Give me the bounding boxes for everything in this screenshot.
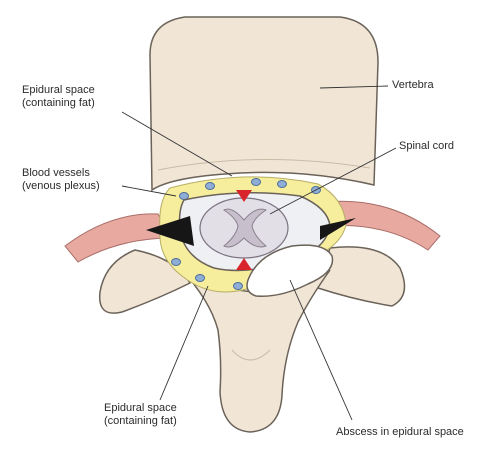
label-epidural-space-top-line2: (containing fat) [22, 97, 95, 110]
label-abscess-text: Abscess in epidural space [336, 426, 464, 439]
leader-line-abscess [290, 280, 352, 420]
label-epidural-space-top-line1: Epidural space [22, 84, 95, 97]
label-spinal-cord: Spinal cord [399, 140, 454, 153]
label-spinal-cord-text: Spinal cord [399, 140, 454, 153]
label-epidural-space-bottom-line1: Epidural space [104, 402, 177, 415]
leader-line-epidural-bottom [160, 286, 208, 400]
label-blood-vessels: Blood vessels (venous plexus) [22, 167, 100, 193]
vessel [196, 275, 205, 282]
left-nerve-root [65, 214, 172, 262]
label-vertebra: Vertebra [392, 79, 434, 92]
label-blood-vessels-line1: Blood vessels [22, 167, 100, 180]
label-vertebra-text: Vertebra [392, 79, 434, 92]
label-blood-vessels-line2: (venous plexus) [22, 180, 100, 193]
label-epidural-space-top: Epidural space (containing fat) [22, 84, 95, 110]
vessel [234, 283, 243, 290]
label-abscess: Abscess in epidural space [336, 426, 464, 439]
vessel [278, 181, 287, 188]
label-epidural-space-bottom: Epidural space (containing fat) [104, 402, 177, 428]
vessel [180, 193, 189, 200]
vessel [206, 183, 215, 190]
vessel [252, 179, 261, 186]
vessel [172, 259, 181, 266]
label-epidural-space-bottom-line2: (containing fat) [104, 415, 177, 428]
